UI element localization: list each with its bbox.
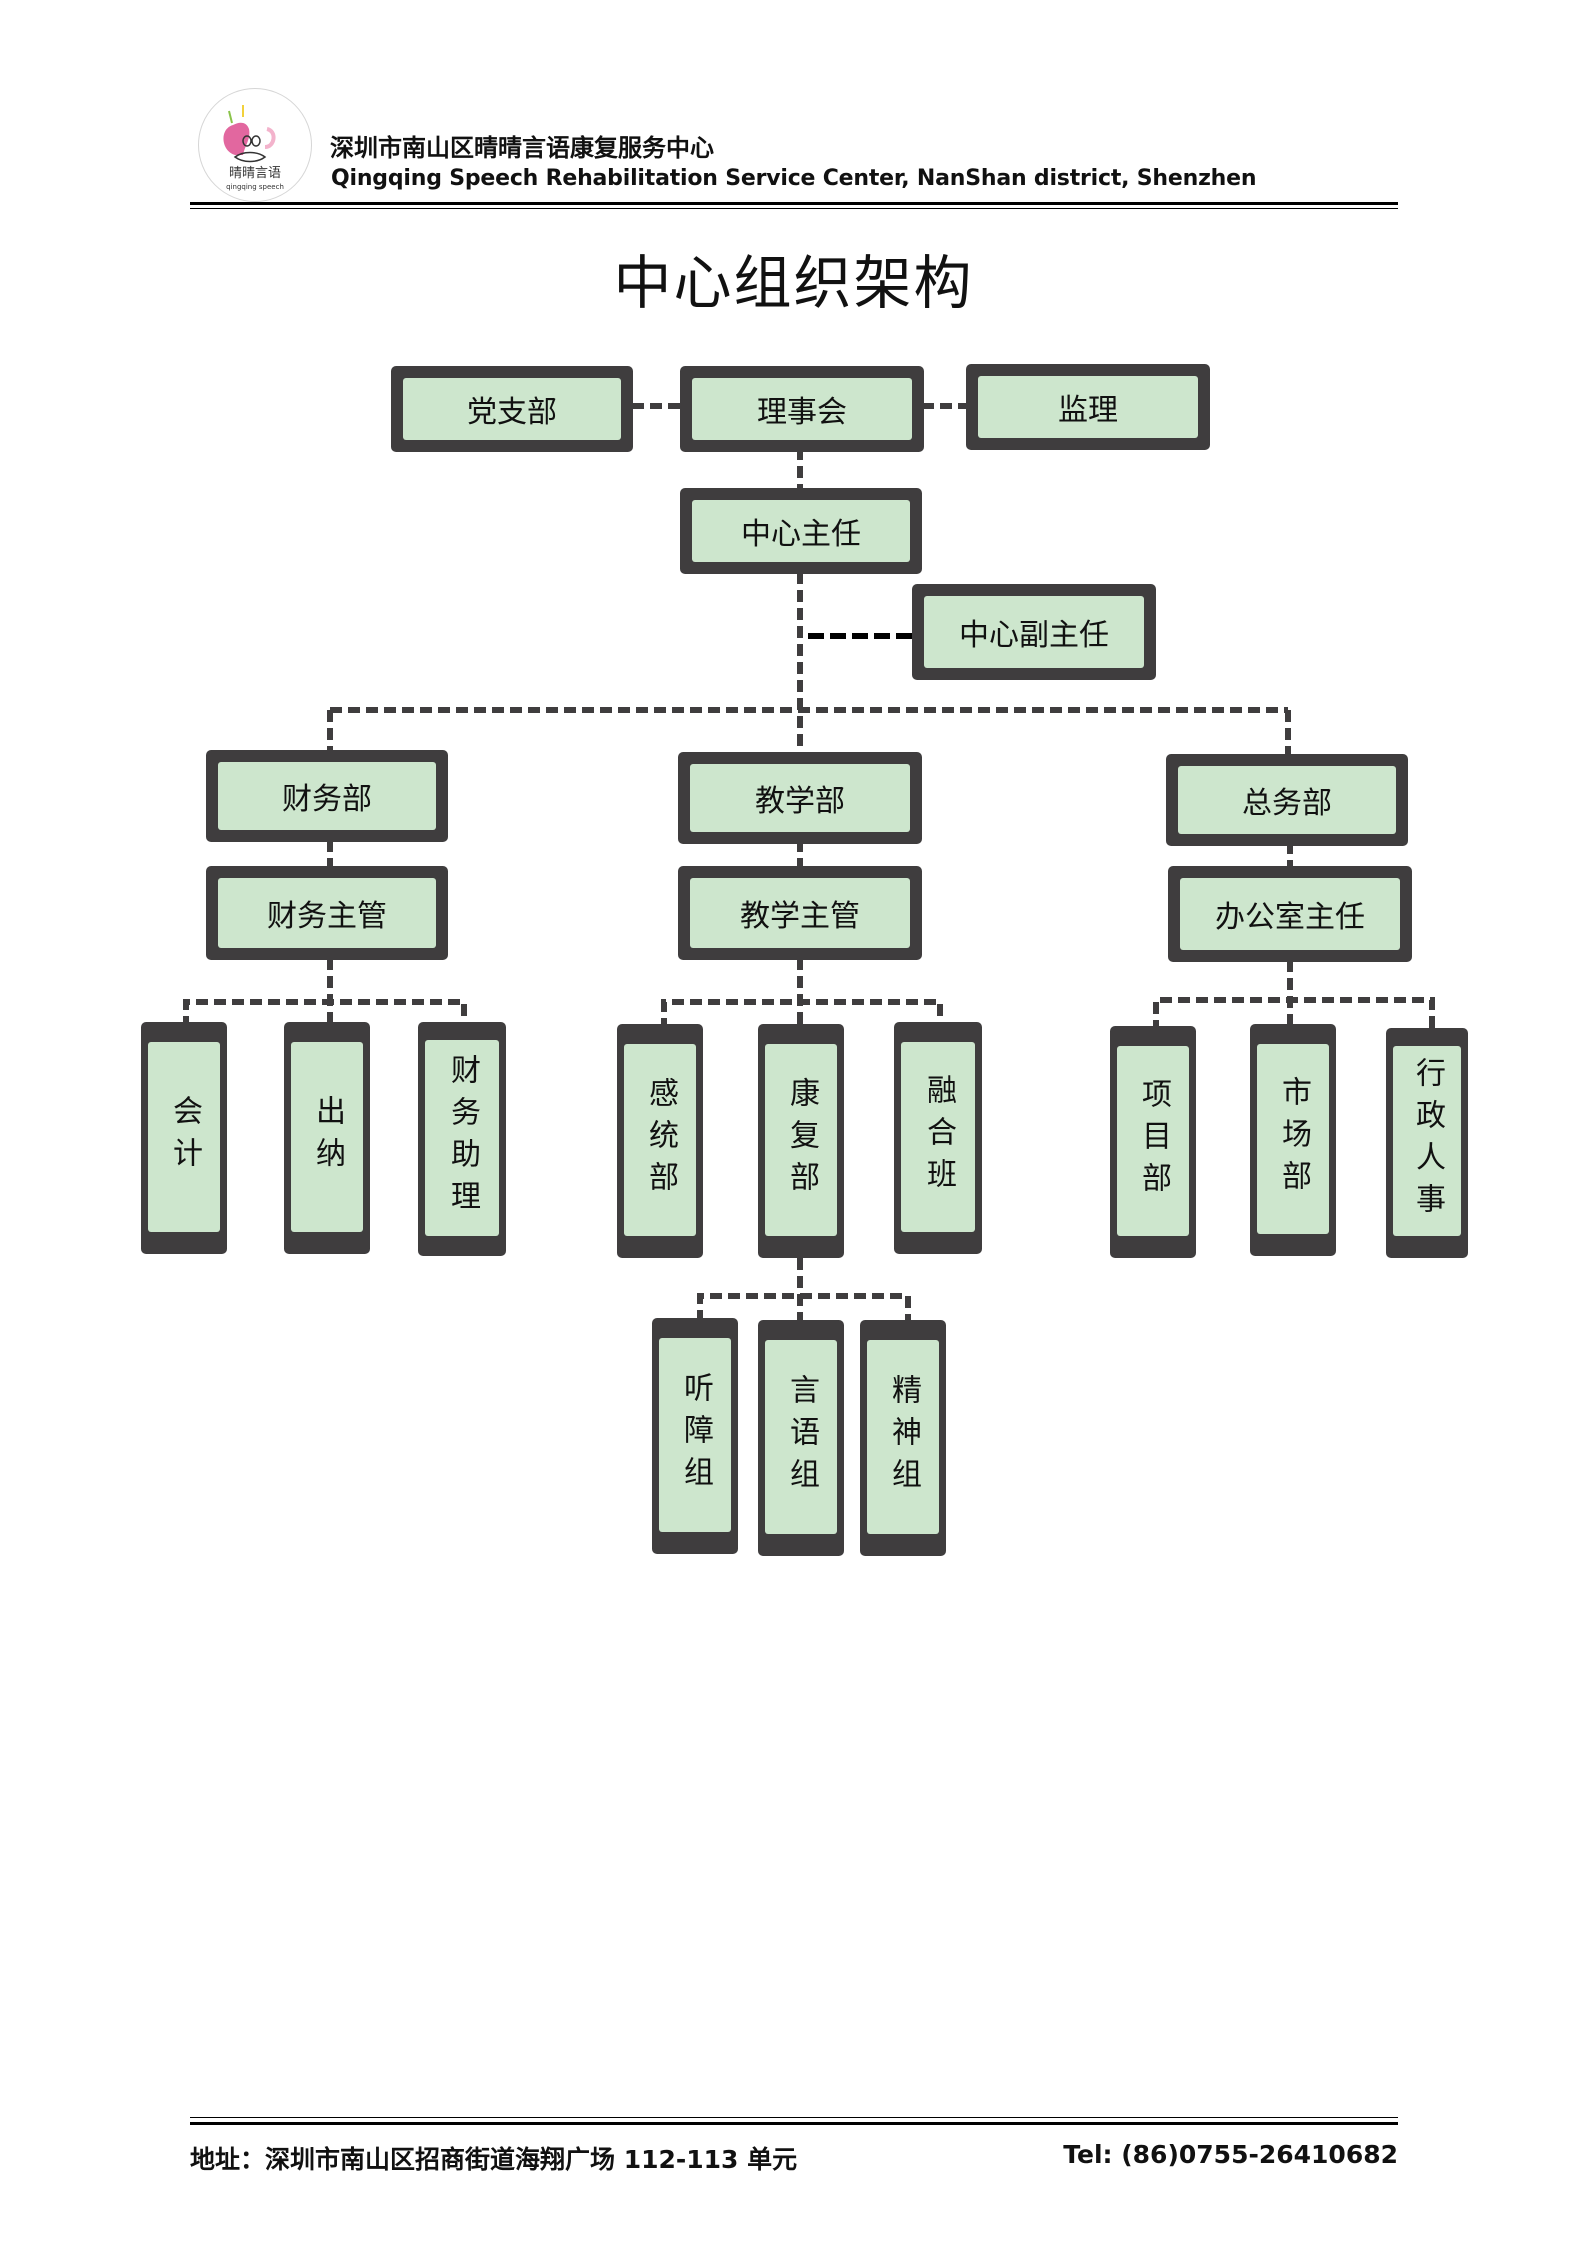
node-label: 出纳 <box>291 1042 363 1232</box>
node-unit-finance-assistant[interactable]: 财务助理 <box>418 1022 506 1256</box>
node-party[interactable]: 党支部 <box>391 366 633 452</box>
node-label: 中心主任 <box>692 500 910 562</box>
node-label: 财务部 <box>218 762 436 830</box>
logo-text-en: qingqing speech <box>226 183 284 191</box>
node-unit-accounting[interactable]: 会计 <box>141 1022 227 1254</box>
node-label: 中心副主任 <box>924 596 1144 668</box>
connector-finance-units-bar <box>183 999 467 1028</box>
node-unit-sensory[interactable]: 感统部 <box>617 1024 703 1258</box>
node-label: 理事会 <box>692 378 912 440</box>
node-dept-teaching[interactable]: 教学部 <box>678 752 922 844</box>
node-label: 会计 <box>148 1042 220 1232</box>
node-dept-finance[interactable]: 财务部 <box>206 750 448 842</box>
logo-text-cn: 晴晴言语 <box>229 166 281 181</box>
node-label: 言语组 <box>765 1340 837 1534</box>
node-label: 融合班 <box>901 1042 975 1232</box>
node-label: 听障组 <box>659 1338 731 1532</box>
node-label: 行政人事 <box>1393 1046 1461 1236</box>
logo-icon: 晴晴言语 qingqing speech <box>223 105 284 191</box>
node-label: 感统部 <box>624 1044 696 1236</box>
node-group-hearing[interactable]: 听障组 <box>652 1318 738 1554</box>
node-label: 精神组 <box>867 1340 939 1534</box>
node-head-general[interactable]: 办公室主任 <box>1168 866 1412 962</box>
footer-divider <box>190 2122 1398 2125</box>
node-unit-rehab[interactable]: 康复部 <box>758 1024 844 1258</box>
node-unit-inclusion[interactable]: 融合班 <box>894 1022 982 1254</box>
node-label: 市场部 <box>1257 1044 1329 1234</box>
node-deputy-director[interactable]: 中心副主任 <box>912 584 1156 680</box>
connector-general-units-bar <box>1153 997 1435 1034</box>
node-label: 财务助理 <box>425 1040 499 1236</box>
node-director[interactable]: 中心主任 <box>680 488 922 574</box>
node-label: 康复部 <box>765 1044 837 1236</box>
node-group-speech[interactable]: 言语组 <box>758 1320 844 1556</box>
node-unit-project[interactable]: 项目部 <box>1110 1026 1196 1258</box>
node-label: 教学主管 <box>690 878 910 948</box>
node-head-teaching[interactable]: 教学主管 <box>678 866 922 960</box>
node-label: 监理 <box>978 376 1198 438</box>
org-name-en: Qingqing Speech Rehabilitation Service C… <box>331 166 1257 191</box>
node-head-finance[interactable]: 财务主管 <box>206 866 448 960</box>
node-dept-general[interactable]: 总务部 <box>1166 754 1408 846</box>
node-label: 财务主管 <box>218 878 436 948</box>
node-unit-admin-hr[interactable]: 行政人事 <box>1386 1028 1468 1258</box>
page-title: 中心组织架构 <box>613 249 974 317</box>
footer-divider-thin <box>190 2117 1398 2118</box>
node-label: 党支部 <box>403 378 621 440</box>
org-name-cn: 深圳市南山区晴晴言语康复服务中心 <box>330 134 714 162</box>
node-group-mental[interactable]: 精神组 <box>860 1320 946 1556</box>
node-label: 办公室主任 <box>1180 878 1400 950</box>
logo: 晴晴言语 qingqing speech <box>198 88 312 202</box>
node-label: 总务部 <box>1178 766 1396 834</box>
node-label: 教学部 <box>690 764 910 832</box>
node-unit-cashier[interactable]: 出纳 <box>284 1022 370 1254</box>
node-label: 项目部 <box>1117 1046 1189 1236</box>
node-board[interactable]: 理事会 <box>680 366 924 452</box>
footer-tel: Tel: (86)0755-26410682 <box>1063 2140 1398 2169</box>
header-divider <box>190 202 1398 205</box>
footer-address: 地址：深圳市南山区招商街道海翔广场 112-113 单元 <box>190 2145 798 2174</box>
connector-rehab-bar <box>697 1293 911 1322</box>
connector-teaching-units-bar <box>661 999 943 1030</box>
node-unit-marketing[interactable]: 市场部 <box>1250 1024 1336 1256</box>
node-supervisor[interactable]: 监理 <box>966 364 1210 450</box>
header-divider-thin <box>190 208 1398 209</box>
